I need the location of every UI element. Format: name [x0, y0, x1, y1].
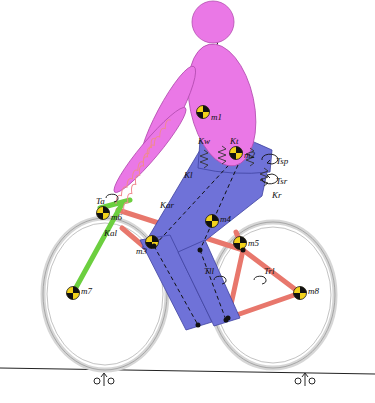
parameter-label: Kr — [272, 190, 282, 200]
parameter-label: Tsr — [276, 176, 287, 186]
mass-label: m8 — [308, 286, 319, 296]
arm-spring — [99, 137, 179, 212]
parameter-label: Kar — [160, 200, 174, 210]
rider-legs — [140, 137, 272, 330]
joint-dots — [152, 244, 246, 328]
parameter-label: Trl — [264, 266, 275, 276]
mass-label: m1 — [211, 112, 222, 122]
hip-springs — [200, 146, 268, 186]
parameter-label: Tsp — [276, 156, 288, 166]
parameter-label: Kal — [104, 228, 117, 238]
mass-label: m4 — [220, 214, 231, 224]
mass-label: m3 — [136, 246, 147, 256]
mass-label: m5 — [248, 238, 259, 248]
torque-arrows — [106, 154, 278, 284]
parameter-label: Kl — [184, 170, 193, 180]
parameter-label: Ta — [96, 196, 105, 206]
rider-torso — [108, 1, 266, 198]
mass-label: m2 — [244, 150, 255, 160]
parameter-label: Kw — [198, 136, 210, 146]
ground-line — [0, 368, 375, 374]
front-wheel — [43, 218, 167, 370]
mass-label: m6 — [111, 212, 122, 222]
parameter-label: Kt — [230, 136, 239, 146]
mass-label: m7 — [81, 286, 92, 296]
mass-markers — [67, 106, 307, 300]
parameter-label: Tll — [204, 266, 214, 276]
front-fork — [73, 200, 130, 293]
contact-symbols — [94, 373, 315, 386]
